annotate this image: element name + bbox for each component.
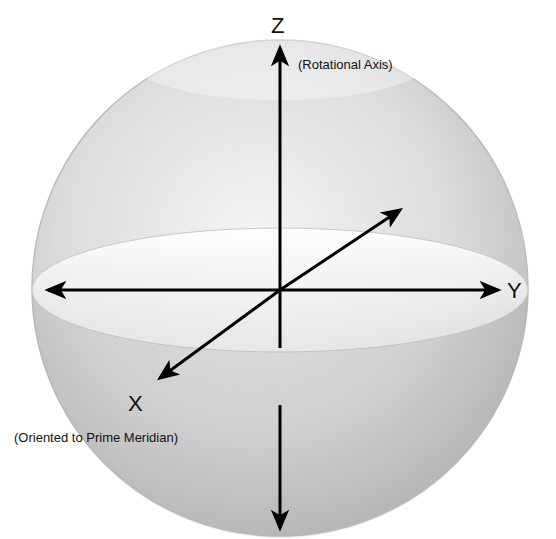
axis-letter: Y bbox=[507, 279, 522, 303]
lower-shade bbox=[32, 290, 528, 538]
z-axis-bottom bbox=[279, 405, 282, 528]
axis-note: (Rotational Axis) bbox=[298, 58, 393, 72]
y-axis bbox=[280, 289, 498, 292]
axis-letter: Z bbox=[271, 14, 284, 38]
axis-letter: X bbox=[128, 392, 143, 416]
z-axis bbox=[279, 48, 282, 290]
x-axis bbox=[160, 290, 280, 378]
y-axis-negative bbox=[48, 289, 280, 292]
x-axis-negative bbox=[280, 210, 400, 290]
z-axis-lower bbox=[279, 290, 282, 348]
axis-note: (Oriented to Prime Meridian) bbox=[14, 431, 178, 445]
